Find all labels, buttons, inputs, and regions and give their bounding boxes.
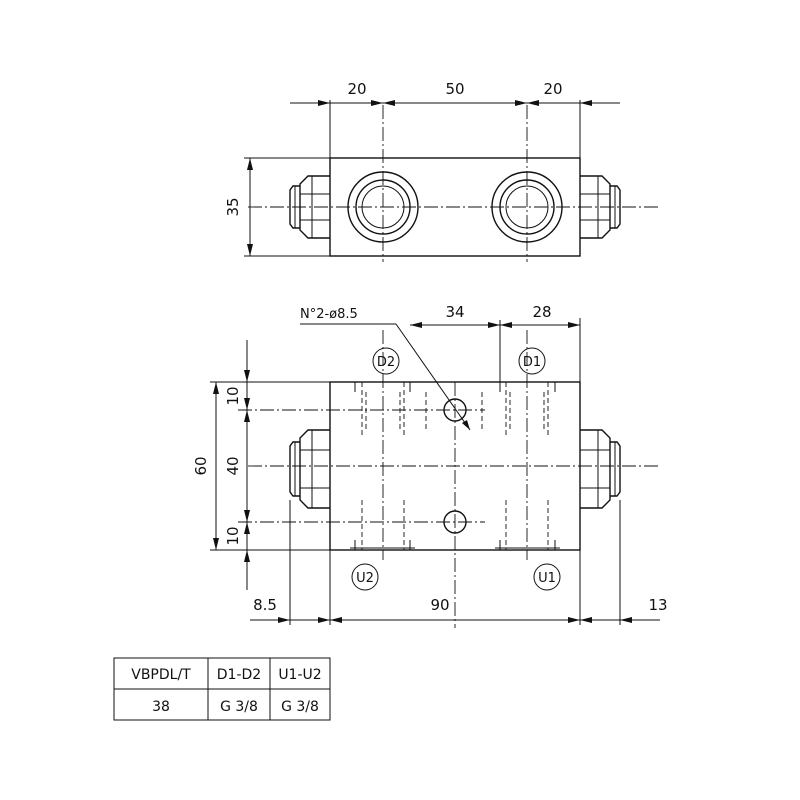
top-view: 20 50 20 35 (224, 80, 660, 262)
dim-port-spacing: 34 (445, 303, 464, 321)
dim-total-height: 60 (192, 456, 210, 475)
front-view-width-dimensions: 8.5 90 13 (250, 500, 668, 625)
front-view-section-height-dimensions: 10 40 10 (224, 340, 250, 590)
port-label-u2: U2 (351, 563, 379, 591)
holes-note-leader: N°2-ø8.5 (300, 307, 471, 431)
dim-top-middle: 50 (445, 80, 464, 98)
table-header-u1-u2: U1-U2 (278, 667, 321, 683)
table-header-d1-d2: D1-D2 (217, 667, 261, 683)
dim-top-height: 35 (224, 197, 242, 216)
front-view-upper-ports (354, 382, 556, 436)
table-cell-u1-u2: G 3/8 (281, 699, 319, 715)
holes-note: N°2-ø8.5 (300, 307, 358, 322)
table-header-model: VBPDL/T (131, 667, 191, 683)
dim-top-offset: 10 (224, 386, 242, 405)
front-view-port-dimensions: 34 28 (410, 303, 581, 382)
spec-table: VBPDL/T D1-D2 U1-U2 38 G 3/8 G 3/8 (113, 657, 331, 721)
front-view-total-height-dimension: 60 (192, 381, 330, 551)
top-view-width-dimensions: 20 50 20 (290, 80, 620, 158)
top-view-height-dimension: 35 (224, 157, 330, 257)
dim-width: 90 (430, 596, 449, 614)
dim-top-right: 20 (543, 80, 562, 98)
front-view-right-fitting (580, 429, 621, 509)
dim-middle: 40 (224, 456, 242, 475)
front-view: N°2-ø8.5 34 28 D2 D1 U2 U (192, 303, 668, 628)
svg-text:U2: U2 (356, 571, 374, 586)
port-label-d1: D1 (518, 347, 546, 375)
svg-text:D2: D2 (377, 355, 395, 370)
dim-left-extension: 8.5 (253, 596, 277, 614)
front-view-lower-ports (350, 500, 560, 550)
dim-port-offset: 28 (532, 303, 551, 321)
svg-text:U1: U1 (538, 571, 556, 586)
port-label-u1: U1 (533, 563, 561, 591)
table-cell-d1-d2: G 3/8 (220, 699, 258, 715)
dim-bottom-offset: 10 (224, 526, 242, 545)
dim-top-left: 20 (347, 80, 366, 98)
svg-text:D1: D1 (523, 355, 541, 370)
front-view-left-fitting (289, 429, 330, 509)
table-cell-model: 38 (152, 699, 170, 715)
port-label-d2: D2 (372, 347, 400, 375)
dim-right-extension: 13 (648, 596, 667, 614)
